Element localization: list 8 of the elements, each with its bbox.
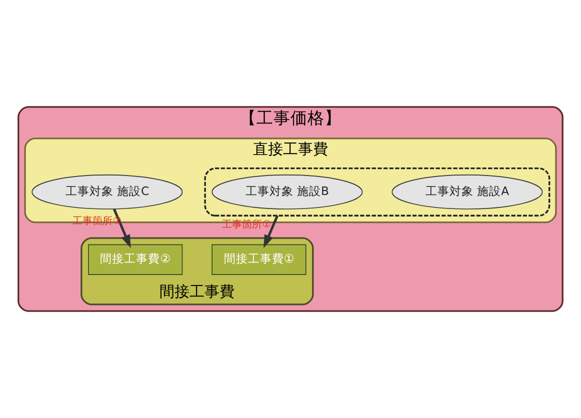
node-box: 間接工事費② xyxy=(88,244,183,275)
node-ellipse: 工事対象 施設A xyxy=(392,174,543,210)
arrow xyxy=(264,215,279,248)
node-box: 間接工事費① xyxy=(212,244,306,275)
node-ellipse: 工事対象 施設C xyxy=(32,174,183,210)
cluster xyxy=(204,168,550,216)
arrow xyxy=(112,208,131,248)
node-ellipse: 工事対象 施設B xyxy=(212,174,363,210)
